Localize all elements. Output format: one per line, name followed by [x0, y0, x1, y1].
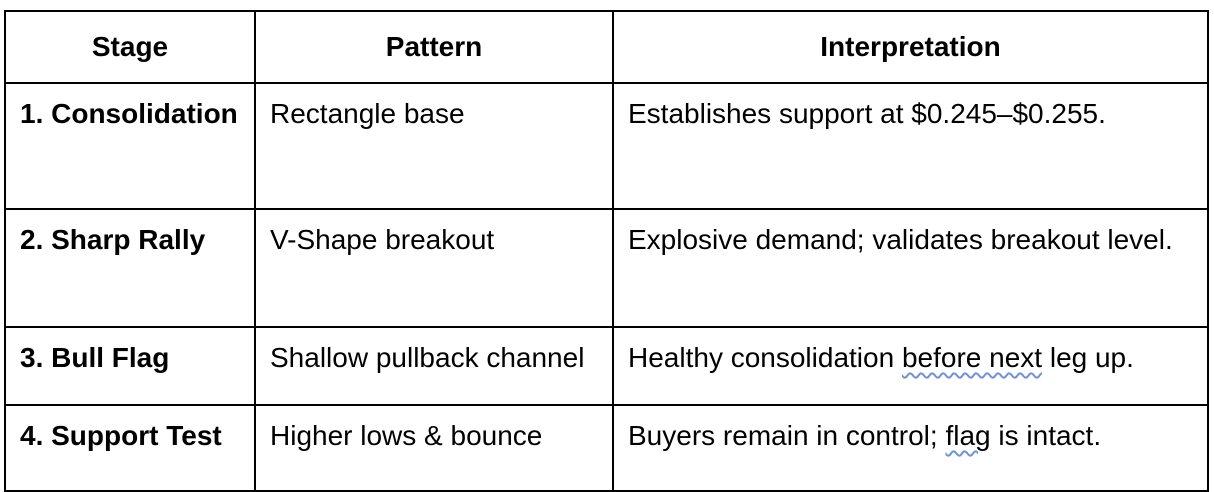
table-row-sharp-rally: 2. Sharp Rally V-Shape breakout Explosiv…	[4, 208, 1209, 328]
table-row-consolidation: 1. Consolidation Rectangle base Establis…	[4, 82, 1209, 210]
interpretation-text: leg up.	[1042, 342, 1134, 373]
table-row-bull-flag: 3. Bull Flag Shallow pullback channel He…	[4, 326, 1209, 406]
interpretation-text: Establishes support at $0.245–$0.255.	[628, 98, 1106, 129]
spellcheck-squiggle-text: flag	[945, 420, 991, 451]
cell-interpretation: Establishes support at $0.245–$0.255.	[612, 82, 1209, 210]
column-header-interpretation: Interpretation	[612, 10, 1209, 84]
interpretation-text: is intact.	[990, 420, 1102, 451]
column-header-stage: Stage	[4, 10, 256, 84]
cell-interpretation: Healthy consolidation before next leg up…	[612, 326, 1209, 406]
cell-interpretation: Explosive demand; validates breakout lev…	[612, 208, 1209, 328]
cell-stage: 3. Bull Flag	[4, 326, 256, 406]
table-row-support-test: 4. Support Test Higher lows & bounce Buy…	[4, 404, 1209, 492]
stages-table: Stage Pattern Interpretation 1. Consolid…	[4, 10, 1209, 492]
header-row: Stage Pattern Interpretation	[4, 10, 1209, 84]
cell-pattern: V-Shape breakout	[254, 208, 614, 328]
interpretation-text: Buyers remain in control;	[628, 420, 946, 451]
interpretation-text: Healthy consolidation	[628, 342, 902, 373]
spellcheck-squiggle-text: before next	[901, 342, 1043, 373]
cell-stage: 2. Sharp Rally	[4, 208, 256, 328]
column-header-pattern: Pattern	[254, 10, 614, 84]
cell-stage: 4. Support Test	[4, 404, 256, 492]
interpretation-text: Explosive demand; validates breakout lev…	[628, 224, 1173, 255]
cell-pattern: Higher lows & bounce	[254, 404, 614, 492]
cell-pattern: Rectangle base	[254, 82, 614, 210]
cell-interpretation: Buyers remain in control; flag is intact…	[612, 404, 1209, 492]
cell-pattern: Shallow pullback channel	[254, 326, 614, 406]
cell-stage: 1. Consolidation	[4, 82, 256, 210]
